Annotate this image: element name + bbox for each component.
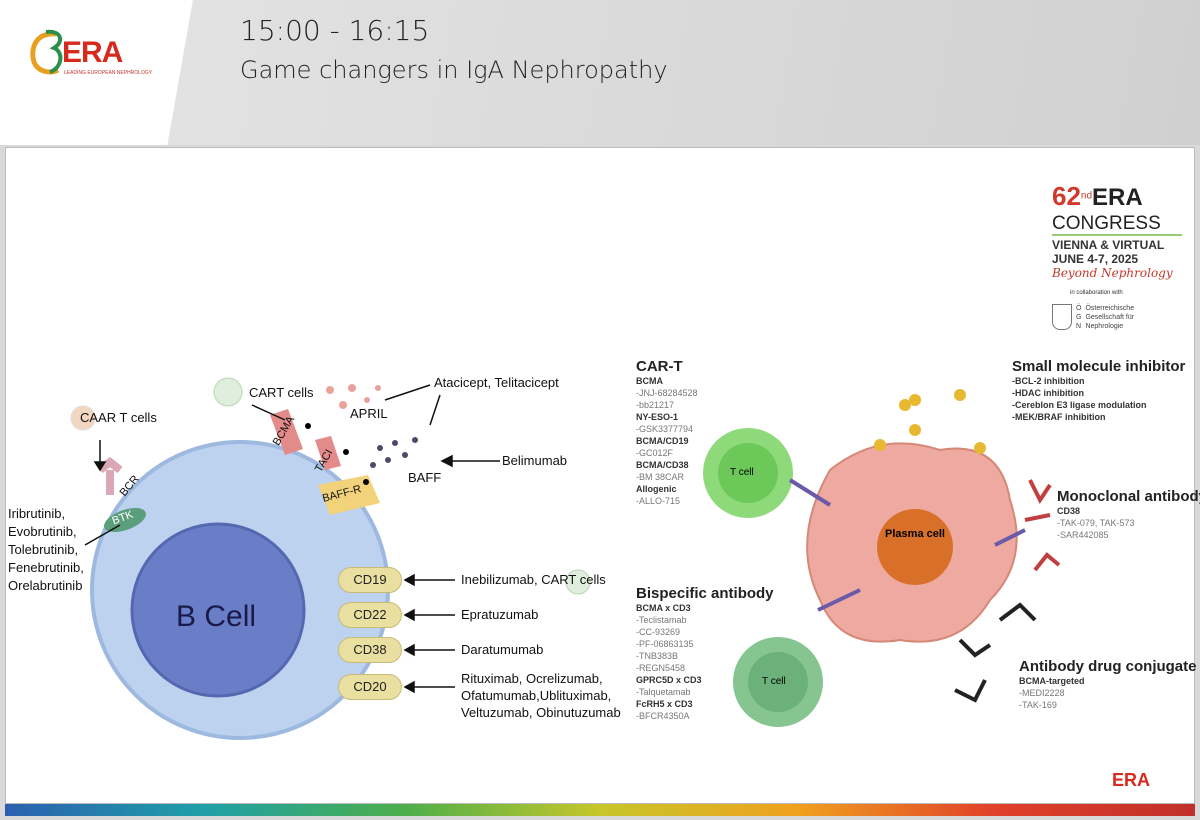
adc-section: Antibody drug conjugate BCMA-targeted -M… — [1019, 658, 1197, 711]
small-molecule-title: Small molecule inhibitor — [1012, 358, 1186, 375]
bispecific-item: -BFCR4350A — [636, 711, 690, 721]
cart-item: -ALLO-715 — [636, 496, 681, 506]
cart-item: -bb21217 — [636, 400, 675, 410]
cd20-drug: Veltuzumab, Obinutuzumab — [461, 705, 621, 720]
april-label: APRIL — [350, 406, 388, 421]
belimumab-label: Belimumab — [502, 453, 568, 468]
session-title: Game changers in IgA Nephropathy — [240, 56, 668, 84]
small-molecule-item: -Cereblon E3 ligase modulation — [1012, 400, 1147, 410]
btk-drug: Iribrutinib, — [8, 506, 66, 521]
adc-item: -MEDI2228 — [1019, 688, 1065, 698]
cd20-drug: Rituximab, Ocrelizumab, — [461, 671, 603, 686]
ogn-line3: Nephrologie — [1085, 323, 1124, 330]
cd20-drug: Ofatumumab,Ublituximab, — [461, 688, 612, 703]
b-cell-drawing — [70, 377, 591, 740]
session-time: 15:00 - 16:15 — [240, 14, 430, 47]
cart-item: -BM 38CAR — [636, 472, 685, 482]
cart-target: BCMA/CD38 — [636, 460, 689, 470]
monoclonal-title: Monoclonal antibody — [1057, 488, 1200, 505]
adc-item: -TAK-169 — [1019, 700, 1057, 710]
congress-word: CONGRESS — [1052, 214, 1182, 236]
bispecific-target: GPRC5D x CD3 — [636, 675, 702, 685]
ogn-o: Ö — [1076, 305, 1082, 312]
cart-item: -GC012F — [636, 448, 674, 458]
t-cell-label-1: T cell — [730, 467, 754, 478]
ogn-g: G — [1076, 314, 1082, 321]
small-molecule-item: -BCL-2 inhibition — [1012, 376, 1085, 386]
cd38-drugs: Daratumumab — [461, 642, 544, 657]
cart-title: CAR-T — [636, 358, 683, 375]
marker-cd19: CD19 — [338, 567, 402, 593]
cd19-drugs: Inebilizumab, CART cells — [461, 572, 606, 587]
cart-target: NY-ESO-1 — [636, 412, 679, 422]
cart-target: BCMA — [636, 376, 663, 386]
monoclonal-section: Monoclonal antibody CD38 -TAK-079, TAK-5… — [1057, 488, 1200, 541]
btk-drug: Orelabrutinib — [8, 578, 83, 593]
congress-motto: Beyond Nephrology — [1052, 266, 1173, 280]
bispecific-item: -PF-06863135 — [636, 639, 694, 649]
small-molecule-section: Small molecule inhibitor -BCL-2 inhibiti… — [1012, 358, 1185, 423]
rainbow-bar — [5, 804, 1195, 816]
cart-cells-label: CART cells — [249, 385, 314, 400]
collab-text: in collaboration with — [1070, 290, 1123, 296]
adc-target: BCMA-targeted — [1019, 676, 1085, 686]
congress-logo: 62ndERA CONGRESS VIENNA & VIRTUAL JUNE 4… — [1052, 183, 1182, 331]
marker-cd22: CD22 — [338, 602, 402, 628]
btk-drug: Evobrutinib, — [8, 524, 77, 539]
monoclonal-item: -SAR442085 — [1057, 530, 1109, 540]
cart-item: -JNJ-68284528 — [636, 388, 698, 398]
ogn-line2: Gesellschaft für — [1085, 314, 1135, 321]
arrows — [84, 384, 500, 694]
monoclonal-target: CD38 — [1057, 506, 1081, 516]
bispecific-item: -TNB383B — [636, 651, 679, 661]
cd20-drugs: Rituximab, Ocrelizumab, Ofatumumab,Ublit… — [461, 670, 621, 721]
era-logo: ERA LEADING EUROPEAN NEPHROLOGY — [28, 28, 152, 83]
header-band — [0, 0, 1200, 145]
plasma-cell-drawing — [703, 389, 1061, 727]
congress-suffix: nd — [1080, 190, 1093, 202]
atacicept-label: Atacicept, Telitacicept — [434, 375, 559, 390]
btk-drug: Fenebrutinib, — [8, 560, 84, 575]
small-molecule-item: -MEK/BRAF inhibition — [1012, 412, 1106, 422]
btk-inhibitors-list: Iribrutinib, Evobrutinib, Tolebrutinib, … — [8, 505, 84, 595]
bispecific-item: -Teclistamab — [636, 615, 687, 625]
marker-cd20: CD20 — [338, 674, 402, 700]
monoclonal-item: -TAK-079, TAK-573 — [1057, 518, 1135, 528]
btk-drug: Tolebrutinib, — [8, 542, 79, 557]
cart-target: BCMA/CD19 — [636, 436, 689, 446]
caar-t-cells-label: CAAR T cells — [80, 410, 157, 425]
plasma-cell-label: Plasma cell — [885, 528, 945, 540]
bispecific-title: Bispecific antibody — [636, 585, 774, 602]
small-molecule-item: -HDAC inhibition — [1012, 388, 1084, 398]
baff-label: BAFF — [408, 470, 442, 485]
cart-section: CAR-T BCMA -JNJ-68284528 -bb21217 NY-ESO… — [636, 358, 698, 507]
ogn-n: N — [1076, 323, 1082, 330]
bispecific-target: BCMA x CD3 — [636, 603, 691, 613]
era-logo-text: ERA — [62, 36, 123, 69]
congress-dates: JUNE 4-7, 2025 — [1052, 252, 1139, 266]
t-cell-label-2: T cell — [762, 676, 786, 687]
cd22-drugs: Epratuzumab — [461, 607, 539, 622]
bispecific-item: -Talquetamab — [636, 687, 691, 697]
bispecific-item: -REGN5458 — [636, 663, 686, 673]
b-cell-label: B Cell — [176, 600, 257, 633]
congress-location: VIENNA & VIRTUAL — [1052, 238, 1165, 252]
era-tagline: LEADING EUROPEAN NEPHROLOGY — [64, 70, 153, 76]
marker-cd38: CD38 — [338, 637, 402, 663]
bispecific-item: -CC-93269 — [636, 627, 681, 637]
adc-title: Antibody drug conjugate — [1019, 658, 1197, 675]
cart-item: -GSK3377794 — [636, 424, 694, 434]
congress-number: 62 — [1052, 181, 1081, 211]
bispecific-target: FcRH5 x CD3 — [636, 699, 693, 709]
ogn-line1: Österreichische — [1085, 305, 1135, 312]
congress-name: ERA — [1092, 184, 1143, 211]
cart-target: Allogenic — [636, 484, 677, 494]
bispecific-section: Bispecific antibody BCMA x CD3 -Teclista… — [636, 585, 774, 722]
era-footer-logo: ERA — [1112, 770, 1151, 790]
